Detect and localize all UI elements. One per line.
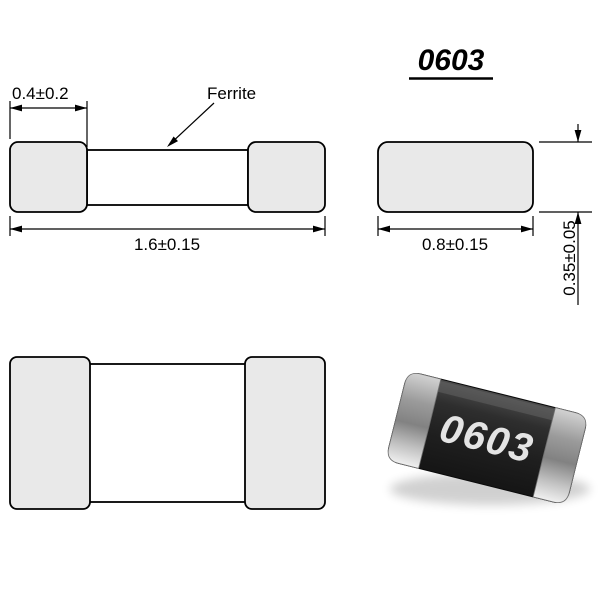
bottom-view-body <box>87 363 248 503</box>
width-dim-text: 0.8±0.15 <box>422 235 488 254</box>
component-photo: 0603 <box>387 373 587 503</box>
ferrite-label: Ferrite <box>207 84 256 103</box>
side-view-right-terminal <box>247 141 326 213</box>
arrowhead-left <box>10 225 22 233</box>
length-dim-text: 1.6±0.15 <box>134 235 200 254</box>
cap-width-dim-text: 0.4±0.2 <box>12 84 69 103</box>
length-dimension: 1.6±0.15 <box>9 216 326 254</box>
end-view: 0603 0.8±0.15 0.35±0.05 <box>377 44 592 305</box>
arrowhead-left <box>378 225 390 233</box>
end-view-body <box>377 141 534 213</box>
thickness-dim-text: 0.35±0.05 <box>560 220 579 296</box>
bottom-view-left-terminal <box>9 356 91 510</box>
photo-top-sheen <box>412 375 580 426</box>
arrowhead-right <box>521 225 533 233</box>
photo-left-cap <box>387 373 442 469</box>
leader-line <box>168 102 215 146</box>
arrowhead-left <box>10 104 22 112</box>
arrowhead-down <box>574 130 582 142</box>
cap-width-dimension: 0.4±0.2 <box>9 84 88 147</box>
side-view-left-terminal <box>9 141 88 213</box>
arrowhead-right <box>75 104 87 112</box>
arrowhead-up <box>574 212 582 224</box>
bottom-view <box>9 356 326 510</box>
photo-right-cap <box>532 407 587 503</box>
ferrite-callout: Ferrite <box>167 84 256 147</box>
arrowhead-right <box>313 225 325 233</box>
side-view-ferrite-body <box>86 149 249 206</box>
width-dimension: 0.8±0.15 <box>377 216 534 254</box>
thickness-dimension: 0.35±0.05 <box>539 124 592 305</box>
side-view: 0.4±0.2 Ferrite 1.6±0.15 <box>9 84 326 254</box>
bottom-view-right-terminal <box>244 356 326 510</box>
leader-arrowhead <box>167 136 178 147</box>
package-size-title: 0603 <box>418 44 485 77</box>
